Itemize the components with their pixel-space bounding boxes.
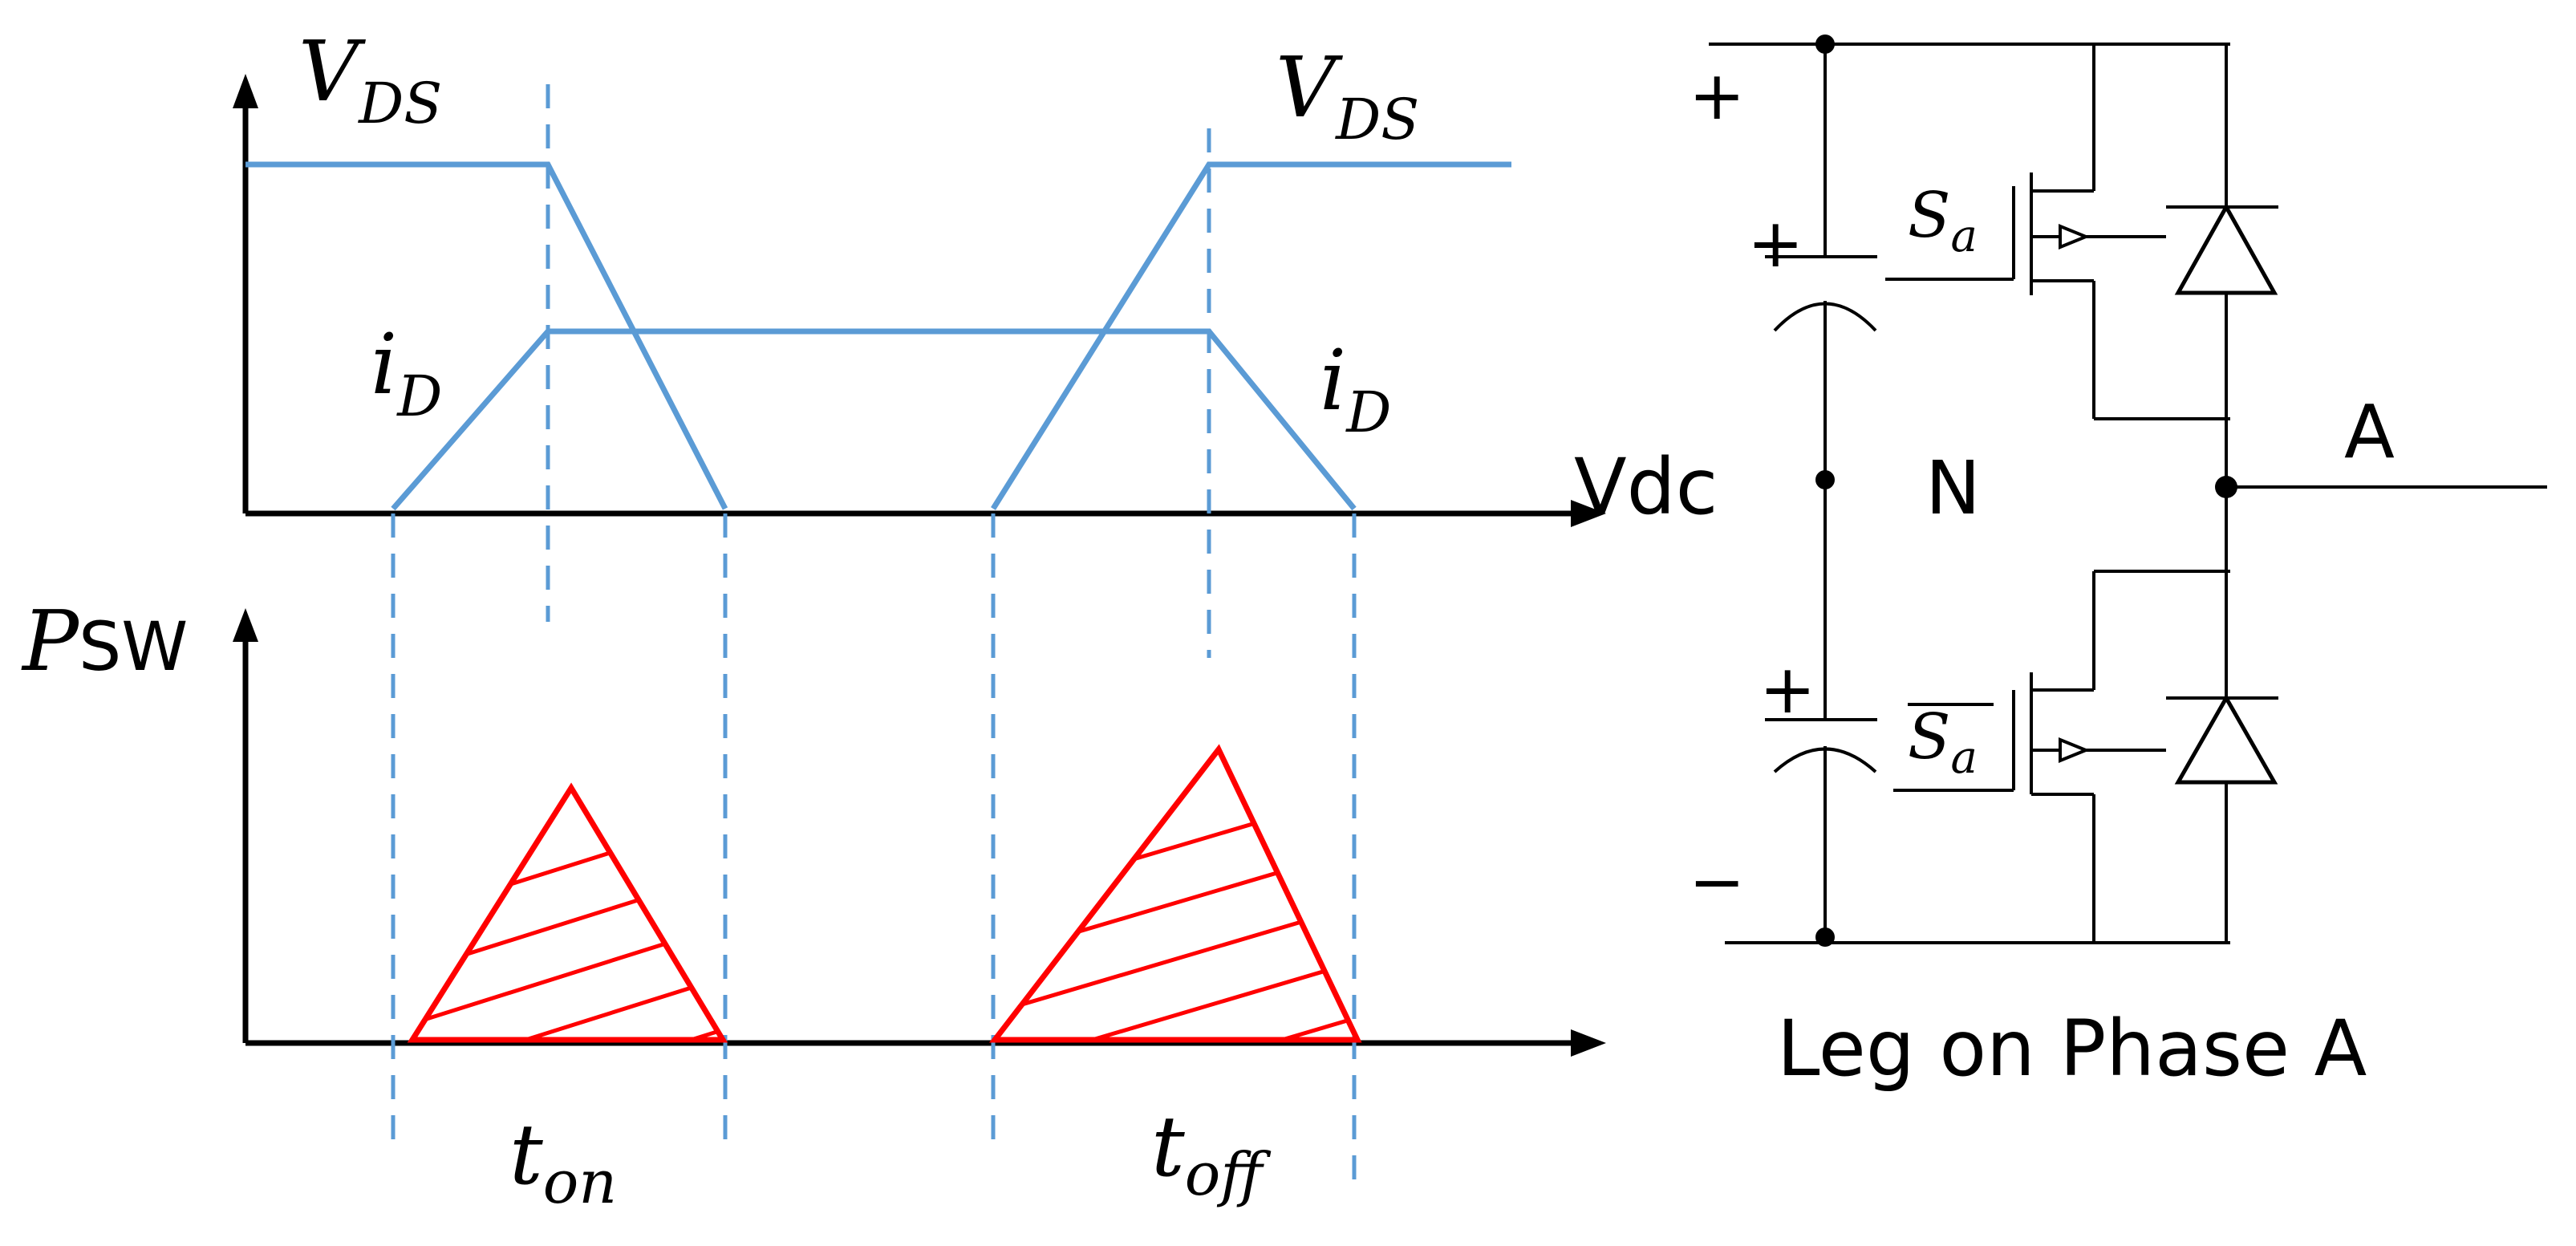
- lower-y-arrowhead: [233, 608, 258, 642]
- lower-axes: [233, 608, 1606, 1057]
- node-dot: [1815, 470, 1835, 489]
- body-arrow: [2059, 737, 2091, 763]
- body-arrow: [2059, 224, 2091, 250]
- capacitor-branch: [1765, 44, 1877, 943]
- waveform-panel: VDS VDS iD iD PSW Vdc ton toff: [21, 22, 1718, 1217]
- dc-plus-sign: +: [1689, 56, 1745, 135]
- id-waveform: [391, 328, 1357, 511]
- loss-triangle-outline: [988, 744, 1362, 1043]
- id-label-left: iD: [371, 315, 442, 429]
- t-off-label: toff: [1151, 1098, 1271, 1209]
- vds-turn-on-waveform: [245, 161, 728, 510]
- vds-label-right: VDS: [1276, 39, 1419, 152]
- id-label-right: iD: [1320, 331, 1391, 445]
- vds-turn-off-waveform: [991, 161, 1511, 510]
- dc-minus-sign: −: [1689, 842, 1745, 921]
- lower-switch: [1893, 570, 2230, 943]
- svg-text:Sa: Sa: [1908, 701, 1978, 784]
- timing-guides: [391, 84, 1357, 1179]
- lower-diode-triangle: [2174, 693, 2278, 785]
- turn-on-loss-triangle: [407, 782, 728, 1043]
- loss-triangle-outline: [407, 782, 728, 1043]
- upper-switch: [1885, 44, 2230, 420]
- upper-x-arrowhead: [1571, 500, 1606, 527]
- node-dot: [1815, 34, 1835, 54]
- circuit-caption: Leg on Phase A: [1777, 1004, 2367, 1094]
- vdc-label: Vdc: [1574, 442, 1718, 532]
- diode-branch: [2166, 44, 2278, 943]
- upper-diode-triangle: [2174, 202, 2278, 295]
- neutral-node-label: N: [1925, 445, 1981, 531]
- lower-x-arrowhead: [1571, 1029, 1606, 1057]
- t-on-label: ton: [509, 1106, 617, 1217]
- psw-label: PSW: [21, 592, 188, 690]
- upper-capacitor-plus: +: [1747, 204, 1803, 282]
- node-dot: [1815, 927, 1835, 947]
- upper-switch-label: Sa: [1908, 180, 1978, 262]
- turn-off-loss-triangle: [988, 744, 1362, 1043]
- phase-leg-circuit: + − + + Sa Sa N A Leg on Phase A: [1689, 34, 2547, 1094]
- lower-switch-label: Sa: [1908, 701, 1994, 784]
- lower-capacitor-plus: +: [1759, 650, 1815, 729]
- upper-y-arrowhead: [233, 74, 258, 108]
- vds-label-left: VDS: [298, 22, 442, 136]
- output-a-label: A: [2344, 389, 2395, 475]
